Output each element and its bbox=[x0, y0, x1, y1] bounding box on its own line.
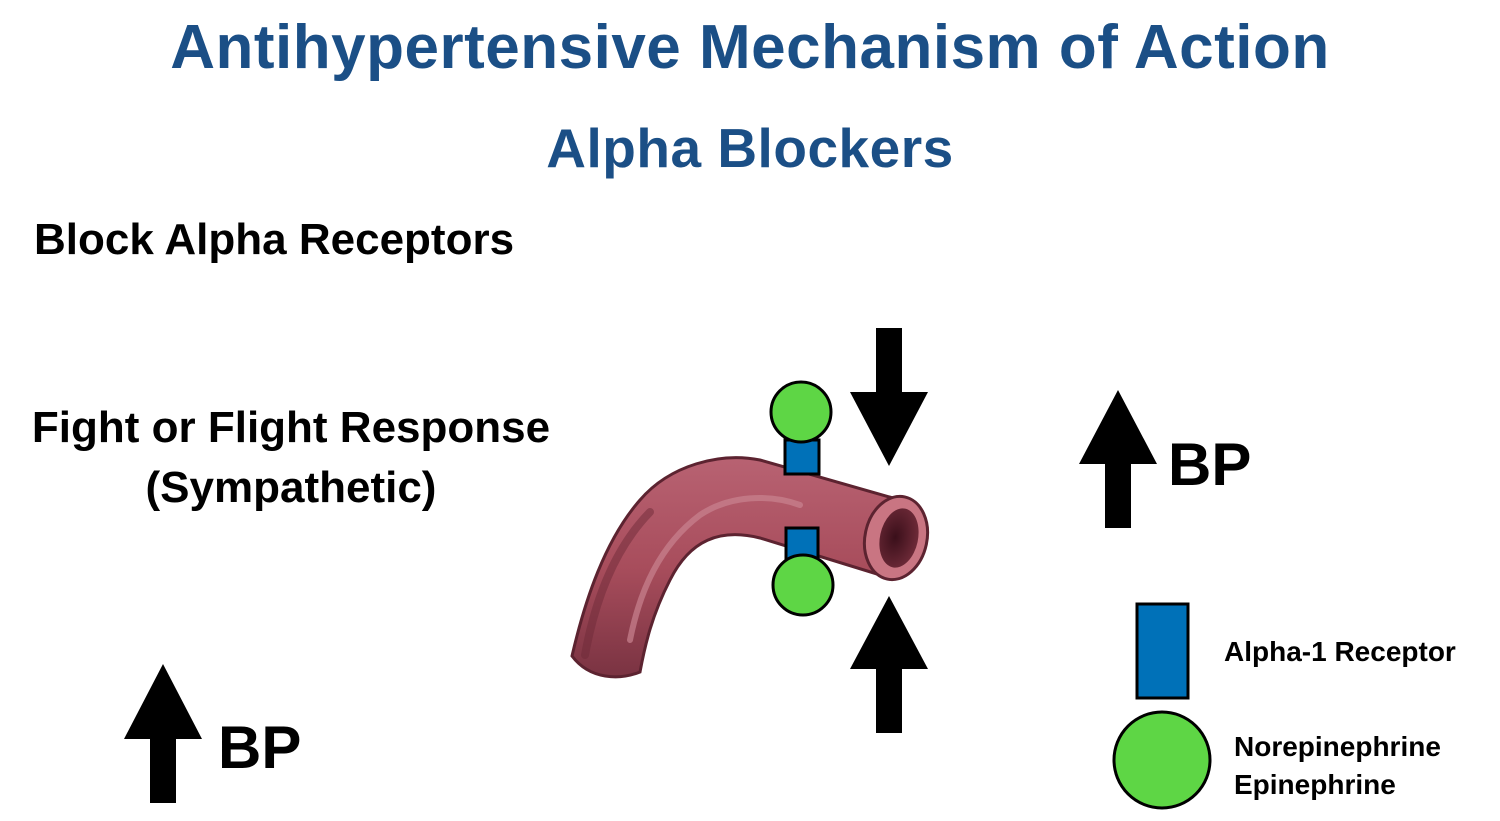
norepinephrine-molecule bbox=[771, 553, 835, 617]
legend-agonist-line1: Norepinephrine bbox=[1234, 731, 1441, 762]
up-arrow-icon bbox=[850, 596, 928, 733]
norepinephrine-molecule bbox=[769, 380, 833, 444]
block-alpha-text: Block Alpha Receptors bbox=[34, 215, 515, 264]
up-arrow-icon bbox=[124, 664, 202, 803]
fight-flight-text: Fight or Flight Response (Sympathetic) bbox=[0, 398, 582, 518]
bp-right-label: BP bbox=[1168, 431, 1252, 498]
legend-receptor-swatch bbox=[1135, 602, 1190, 700]
up-arrow-icon bbox=[1079, 390, 1157, 528]
legend-agonist-label: Norepinephrine Epinephrine bbox=[1234, 728, 1441, 804]
fight-flight-line2: (Sympathetic) bbox=[145, 463, 437, 512]
blood-vessel bbox=[570, 456, 930, 679]
page-subtitle: Alpha Blockers bbox=[546, 117, 954, 179]
legend-agonist-line2: Epinephrine bbox=[1234, 769, 1396, 800]
fight-flight-line1: Fight or Flight Response bbox=[31, 403, 551, 452]
bp-left-label: BP bbox=[218, 714, 302, 781]
down-arrow-icon bbox=[850, 328, 928, 466]
alpha1-receptor bbox=[783, 438, 821, 476]
legend-agonist-swatch bbox=[1112, 710, 1212, 810]
legend-receptor-label: Alpha-1 Receptor bbox=[1224, 636, 1456, 667]
page-title: Antihypertensive Mechanism of Action bbox=[170, 13, 1330, 82]
